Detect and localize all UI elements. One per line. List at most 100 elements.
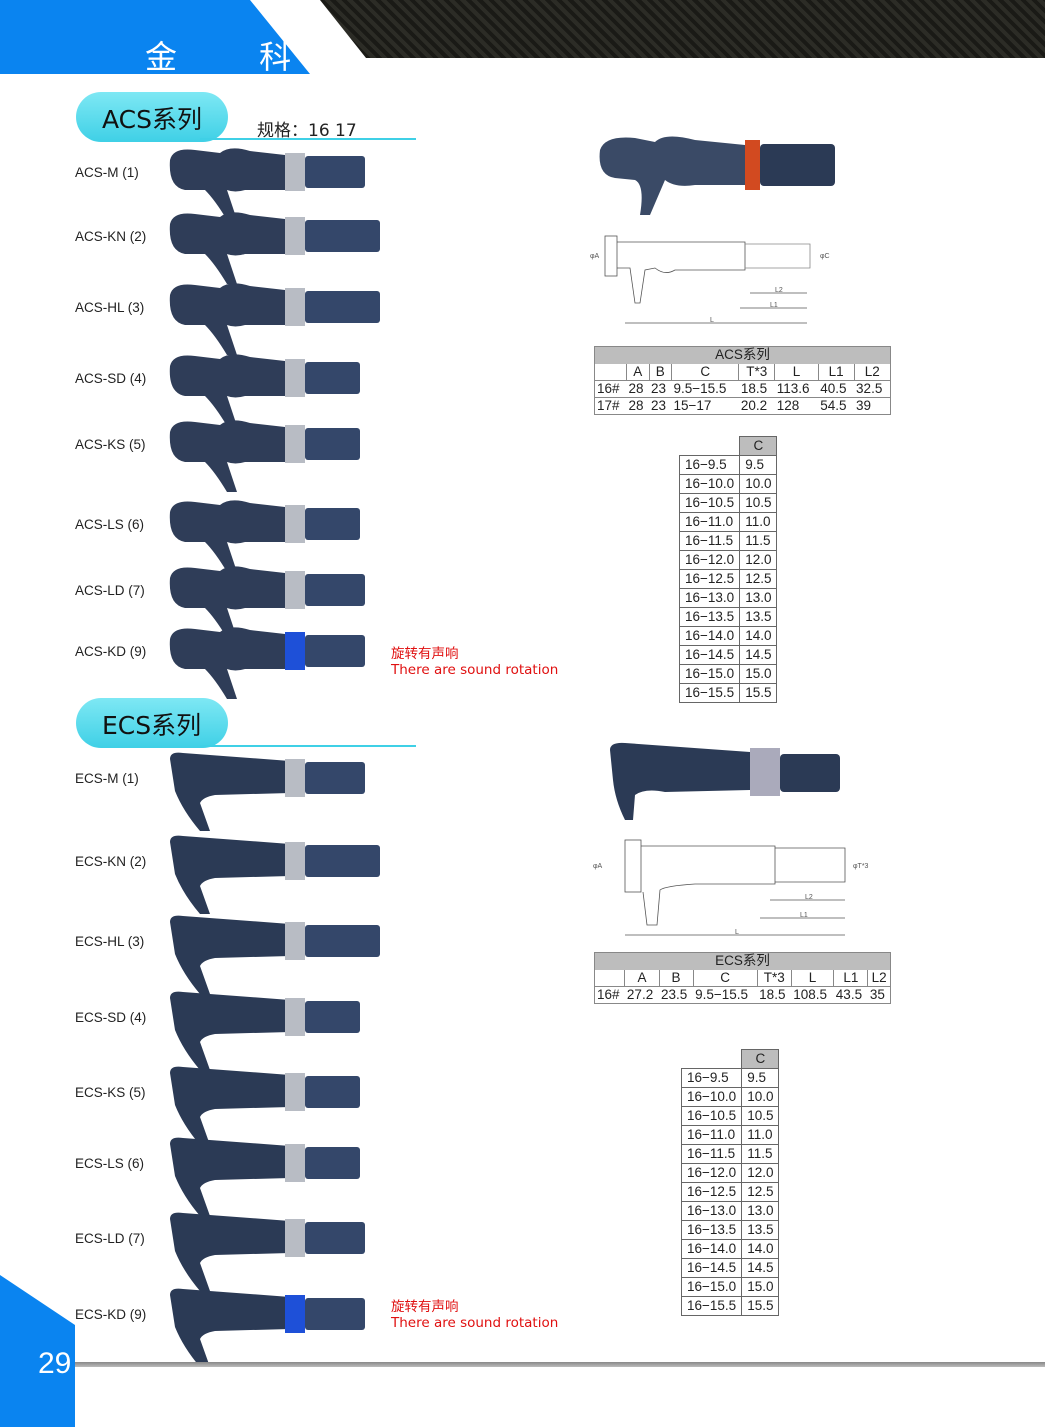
table-cell: 40.5 xyxy=(818,380,855,398)
table-cell: 54.5 xyxy=(818,397,855,415)
acs-handle-image xyxy=(165,497,395,587)
column-header xyxy=(593,969,626,987)
column-header: L2 xyxy=(853,363,892,381)
ecs-handle-photo xyxy=(610,742,840,820)
table-title: ACS系列 xyxy=(594,346,891,364)
table-cell: 28 xyxy=(626,397,649,415)
svg-text:L2: L2 xyxy=(805,894,813,901)
table-cell: 16−13.5 xyxy=(678,607,741,627)
table-cell: 13.0 xyxy=(741,1201,780,1221)
acs-handle-image xyxy=(165,209,395,299)
svg-text:L1: L1 xyxy=(800,912,808,919)
acs-handle-image xyxy=(165,563,395,653)
table-cell: 27.2 xyxy=(624,986,659,1004)
svg-text:L: L xyxy=(710,317,714,324)
table-cell: 18.5 xyxy=(757,986,792,1004)
table-cell: 14.0 xyxy=(741,1239,780,1259)
ecs-handle-image xyxy=(165,1136,395,1226)
table-cell: 16−12.5 xyxy=(678,569,741,589)
product-label: ACS-KN (2) xyxy=(75,229,147,244)
table-cell: 16−11.0 xyxy=(680,1125,743,1145)
table-cell: 43.5 xyxy=(833,986,868,1004)
acs-handle-image xyxy=(165,624,395,714)
table-cell: 16−12.0 xyxy=(678,550,741,570)
table-cell: 12.5 xyxy=(739,569,778,589)
table-cell: 16−15.5 xyxy=(680,1296,743,1316)
table-title: ECS系列 xyxy=(594,952,891,970)
table-cell: 11.0 xyxy=(739,512,778,532)
acs-handle-image xyxy=(165,280,395,370)
table-cell: 15−17 xyxy=(671,397,739,415)
ecs-handle-image xyxy=(165,1211,395,1301)
product-label: ACS-SD (4) xyxy=(75,371,147,386)
column-header: A xyxy=(624,969,660,987)
table-cell: 10.5 xyxy=(741,1106,780,1126)
product-label: ECS-KS (5) xyxy=(75,1085,146,1100)
table-cell: 16−9.5 xyxy=(678,455,741,475)
table-cell: 113.6 xyxy=(774,380,819,398)
ecs-handle-image xyxy=(165,751,395,841)
header-banner xyxy=(0,0,310,74)
table-cell: 16−14.5 xyxy=(680,1258,743,1278)
table-cell: 16−10.0 xyxy=(680,1087,743,1107)
table-cell: 16−10.0 xyxy=(678,474,741,494)
svg-text:L1: L1 xyxy=(770,302,778,309)
product-label: ECS-KN (2) xyxy=(75,854,147,869)
table-cell: 13.5 xyxy=(739,607,778,627)
table-cell: 16# xyxy=(593,986,625,1004)
table-cell: 35 xyxy=(867,986,891,1004)
acs-handle-image xyxy=(165,145,395,235)
table-cell: 17# xyxy=(594,397,627,415)
column-header: C xyxy=(739,436,778,456)
table-cell: 12.5 xyxy=(741,1182,780,1202)
page-number: 29 xyxy=(38,1347,72,1380)
divider xyxy=(200,138,416,140)
product-label: ACS-LS (6) xyxy=(75,517,145,532)
table-cell: 16−13.0 xyxy=(678,588,741,608)
acs-handle-image xyxy=(165,417,395,507)
column-header: L xyxy=(774,363,819,381)
table-cell: 9.5−15.5 xyxy=(671,380,739,398)
table-cell: 13.5 xyxy=(741,1220,780,1240)
table-cell: 12.0 xyxy=(741,1163,780,1183)
table-cell: 16−11.5 xyxy=(680,1144,743,1164)
ecs-handle-image xyxy=(165,834,395,924)
ecs-dimension-diagram: L L1 L2 φA φT*3 xyxy=(593,839,869,936)
product-label: ECS-HL (3) xyxy=(75,934,145,949)
column-header: A xyxy=(625,363,650,381)
column-header: L1 xyxy=(817,363,855,381)
table-cell: 15.5 xyxy=(741,1296,780,1316)
table-cell: 9.5−15.5 xyxy=(693,986,758,1004)
table-cell: 39 xyxy=(854,397,892,415)
product-label: ACS-HL (3) xyxy=(75,300,145,315)
table-cell: 16−12.5 xyxy=(680,1182,743,1202)
ecs-handle-image xyxy=(165,990,395,1080)
ecs-handle-image xyxy=(165,914,395,1004)
table-cell: 15.0 xyxy=(741,1277,780,1297)
table-cell: 128 xyxy=(774,397,819,415)
table-cell: 23.5 xyxy=(659,986,694,1004)
product-label: ECS-LS (6) xyxy=(75,1156,145,1171)
column-header: C xyxy=(692,969,758,987)
acs-handle-photo xyxy=(599,136,835,215)
table-cell: 11.0 xyxy=(741,1125,780,1145)
